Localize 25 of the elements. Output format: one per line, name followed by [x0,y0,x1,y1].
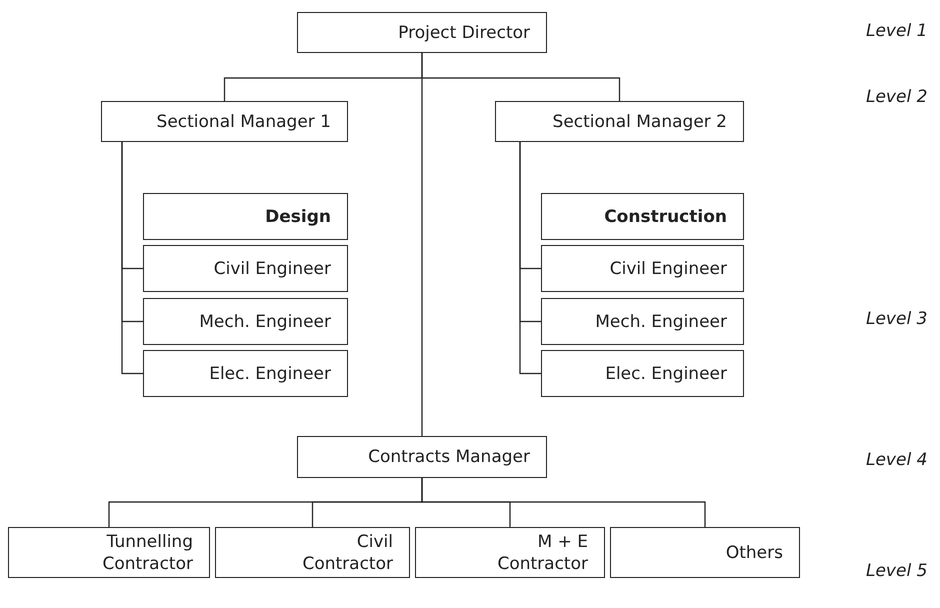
role-box: Civil Engineer [541,245,744,292]
role-box: Elec. Engineer [541,350,744,397]
heading-box: Design [143,193,348,240]
role-box: Elec. Engineer [143,350,348,397]
level-label: Level 3 [866,308,928,330]
level-label: Level 5 [866,560,928,582]
role-box: Civil Engineer [143,245,348,292]
connector-line [421,478,706,527]
level-label: Level 1 [866,20,928,42]
role-box: Mech. Engineer [541,298,744,345]
heading-box: Construction [541,193,744,240]
level-label: Level 2 [866,86,928,108]
role-box: M + E Contractor [415,527,605,578]
role-box: Sectional Manager 1 [101,101,348,142]
role-box: Tunnelling Contractor [8,527,210,578]
role-box: Mech. Engineer [143,298,348,345]
role-box: Sectional Manager 2 [495,101,744,142]
level-label: Level 4 [866,449,928,471]
connector-line [519,142,541,374]
role-box: Project Director [297,12,547,53]
role-box: Others [610,527,800,578]
connector-line [421,53,423,436]
connector-line [121,142,143,374]
role-box: Contracts Manager [297,436,547,478]
role-box: Civil Contractor [215,527,410,578]
